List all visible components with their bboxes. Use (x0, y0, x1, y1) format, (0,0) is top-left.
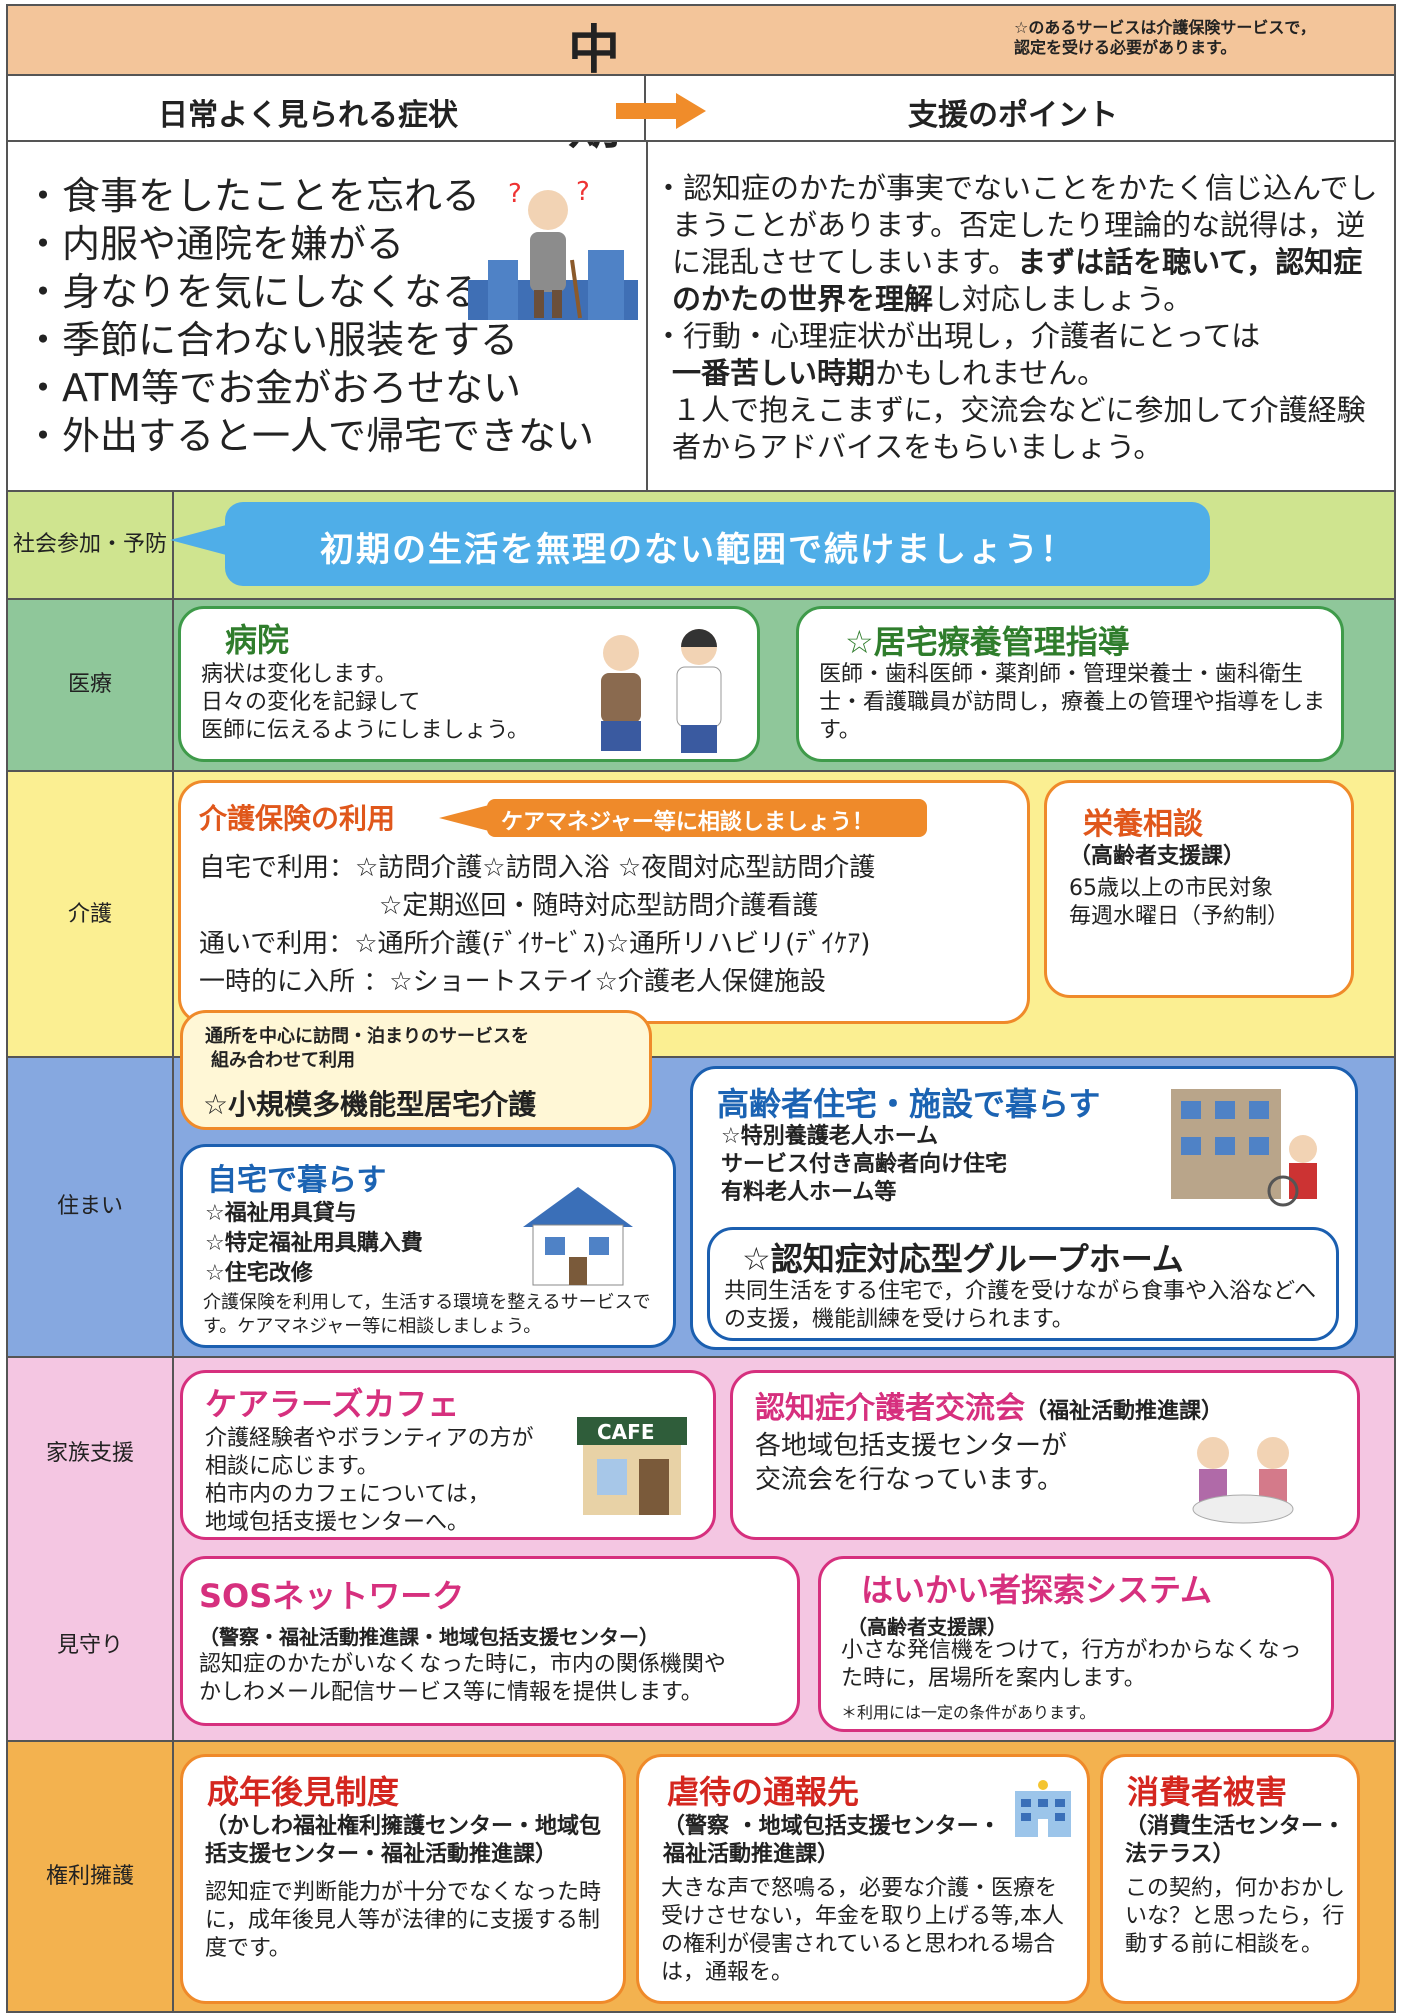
house-illustration (523, 1187, 633, 1286)
carers-cafe-card: ケアラーズカフェ 介護経験者やボランティアの方が 相談に応じます。 柏市内のカフ… (180, 1370, 716, 1540)
symptom-item: ・身なりを気にしなくなる (24, 270, 481, 314)
band-label-care: 介護 (8, 772, 174, 1058)
header-note: ☆のあるサービスは介護保険サービスで， 認定を受ける必要があります。 (1014, 18, 1316, 57)
band-label-housing: 住まい (8, 1058, 174, 1356)
small-multifunction-title: ☆小規模多機能型居宅介護 (203, 1088, 537, 1121)
social-callout: 初期の生活を無理のない範囲で続けましょう！ (225, 502, 1210, 586)
speech-tail-icon (170, 524, 230, 556)
support-points: ・認知症のかたが事実でないことをかたく信じ込んでしまうことがあります。否定したり… (654, 171, 1378, 464)
carers-cafe-title: ケアラーズカフェ (205, 1385, 460, 1423)
consult-tag: ケアマネジャー等に相談しましょう！ (487, 799, 927, 837)
confused-elder-illustration: ? ? (468, 180, 638, 320)
insurance-card: 介護保険の利用 ケアマネジャー等に相談しましょう！ 自宅で利用：☆訪問介護☆訪問… (178, 780, 1030, 1024)
svg-text:?: ? (576, 180, 590, 207)
support-heading: 支援のポイント (908, 98, 1118, 133)
home-living-card: 自宅で暮らす ☆福祉用具貸与 ☆特定福祉用具購入費 ☆住宅改修 介護保険を利用し… (180, 1144, 676, 1348)
arrow-right-icon (616, 93, 706, 129)
svg-text:?: ? (508, 180, 522, 209)
wanderer-search-card: はいかい者探索システム （高齢者支援課） 小さな発信機をつけて，行方がわからなく… (818, 1556, 1334, 1732)
consumer-title: 消費者被害 (1127, 1773, 1288, 1811)
small-multifunction-card: 通所を中心に訪問・泊まりのサービスを 組み合わせて利用 ☆小規模多機能型居宅介護 (180, 1010, 652, 1130)
sos-network-card: SOSネットワーク （警察・福祉活動推進課・地域包括支援センター） 認知症のかた… (180, 1556, 800, 1726)
tag-pointer-icon (439, 805, 489, 831)
cafe-sign-text: CAFE (597, 1420, 654, 1444)
facility-card: 高齢者住宅・施設で暮らす ☆特別養護老人ホーム サービス付き高齢者向け住宅 有料… (690, 1066, 1358, 1350)
guardianship-title: 成年後見制度 (207, 1773, 400, 1811)
symptoms-points-row (6, 142, 1396, 492)
guardianship-card: 成年後見制度 （かしわ福祉権利擁護センター・地域包括支援センター・福祉活動推進課… (180, 1754, 626, 2004)
doctor-patient-illustration (601, 629, 722, 753)
band-label-rights: 権利擁護 (8, 1742, 174, 2011)
symptom-list: ・食事をしたことを忘れる ・内服や通院を嫌がる ・身なりを気にしなくなる ・季節… (24, 172, 644, 460)
wanderer-search-title: はいかい者探索システム (861, 1571, 1213, 1609)
symptom-item: ・内服や通院を嫌がる (24, 222, 405, 266)
facility-building-illustration (1171, 1089, 1317, 1207)
abuse-report-title: 虐待の通報先 (667, 1773, 860, 1811)
header-bar: 中 期 ☆のあるサービスは介護保険サービスで， 認定を受ける必要があります。 (6, 4, 1396, 156)
column-headers: 日常よく見られる症状 支援のポイント (6, 76, 1396, 142)
home-medical-card: ☆居宅療養管理指導 医師・歯科医師・薬剤師・管理栄養士・歯科衛生士・看護職員が訪… (796, 606, 1344, 762)
symptom-item: ・季節に合わない服装をする (24, 318, 519, 362)
group-home-card: ☆認知症対応型グループホーム 共同生活をする住宅で，介護を受けながら食事や入浴な… (707, 1227, 1339, 1341)
home-living-title: 自宅で暮らす (207, 1163, 387, 1198)
symptom-item: ・外出すると一人で帰宅できない (24, 414, 595, 458)
meeting-illustration (1192, 1437, 1294, 1524)
band-label-family: 家族支援 (8, 1358, 174, 1550)
insurance-title: 介護保険の利用 (199, 802, 396, 835)
carers-exchange-card: 認知症介護者交流会（福祉活動推進課） 各地域包括支援センターが 交流会を行なって… (730, 1370, 1360, 1540)
symptom-item: ・ATM等でお金がおろせない (24, 366, 522, 410)
nutrition-card: 栄養相談 （高齢者支援課） 65歳以上の市民対象 毎週水曜日（予約制） (1044, 780, 1354, 998)
band-label-social: 社会参加・予防 (8, 492, 174, 598)
hospital-card: 病院 病状は変化します。 日々の変化を記録して 医師に伝えるようにしましょう。 (178, 606, 760, 762)
nutrition-title: 栄養相談 (1083, 807, 1203, 842)
cafe-illustration: CAFE (577, 1417, 687, 1515)
consumer-card: 消費者被害 （消費生活センター・法テラス） この契約，何かおかしいな？と思ったら… (1100, 1754, 1360, 2004)
abuse-report-card: 虐待の通報先 （警察 ・地域包括支援センター・福祉活動推進課） 大きな声で怒鳴る… (636, 1754, 1090, 2004)
carers-exchange-title: 認知症介護者交流会 (755, 1391, 1025, 1426)
hospital-title: 病院 (225, 621, 290, 659)
sos-network-title: SOSネットワーク (199, 1577, 465, 1615)
facility-title: 高齢者住宅・施設で暮らす (717, 1085, 1101, 1123)
symptoms-heading: 日常よく見られる症状 (158, 98, 458, 133)
home-medical-title: ☆居宅療養管理指導 (845, 623, 1130, 661)
symptom-item: ・食事をしたことを忘れる (24, 174, 481, 218)
group-home-title: ☆認知症対応型グループホーム (742, 1240, 1184, 1278)
hospital-building-icon (1015, 1780, 1071, 1837)
band-label-medical: 医療 (8, 600, 174, 770)
band-label-watch: 見守り (8, 1550, 174, 1742)
